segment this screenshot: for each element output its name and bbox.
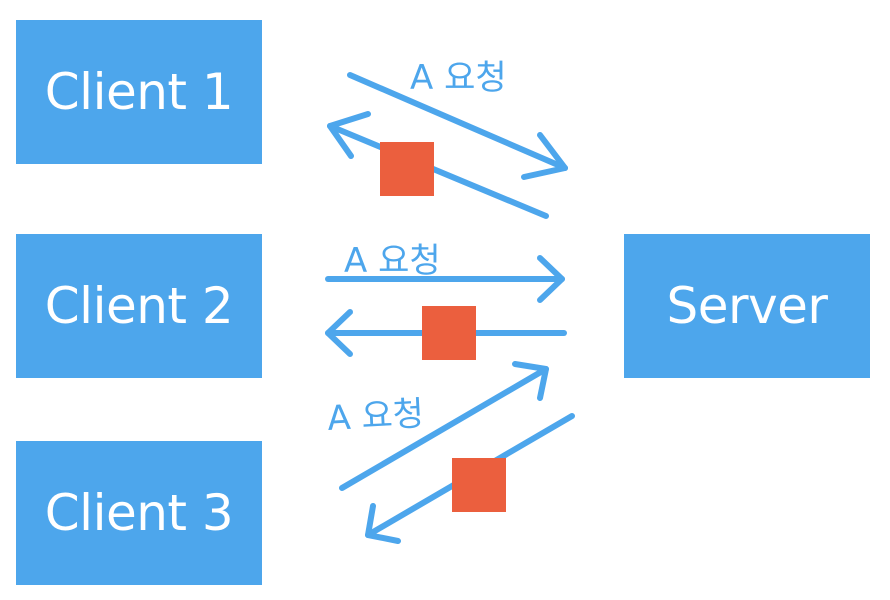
server-box: Server [624, 234, 870, 378]
request-arrow-3 [339, 366, 549, 491]
response-arrowhead-3 [365, 503, 401, 544]
request-label-1: A 요청 [410, 58, 507, 98]
server-label: Server [666, 277, 828, 335]
request-arrowhead-3 [512, 361, 549, 401]
response-marker-1 [380, 142, 434, 196]
response-arrow-1 [327, 123, 549, 219]
client-3-label: Client 3 [44, 484, 234, 542]
response-arrowhead-1 [327, 111, 371, 159]
request-arrowhead-2 [537, 255, 565, 303]
request-arrow-1 [347, 72, 568, 171]
request-arrowhead-1 [521, 132, 568, 180]
client-2-label: Client 2 [44, 277, 234, 335]
client-1-label: Client 1 [44, 63, 234, 121]
client-3-box: Client 3 [16, 441, 262, 585]
client-2-box: Client 2 [16, 234, 262, 378]
client-1-box: Client 1 [16, 20, 262, 164]
response-marker-3 [452, 458, 506, 512]
request-label-2: A 요청 [344, 241, 441, 281]
response-arrowhead-2 [325, 309, 353, 357]
response-marker-2 [422, 306, 476, 360]
